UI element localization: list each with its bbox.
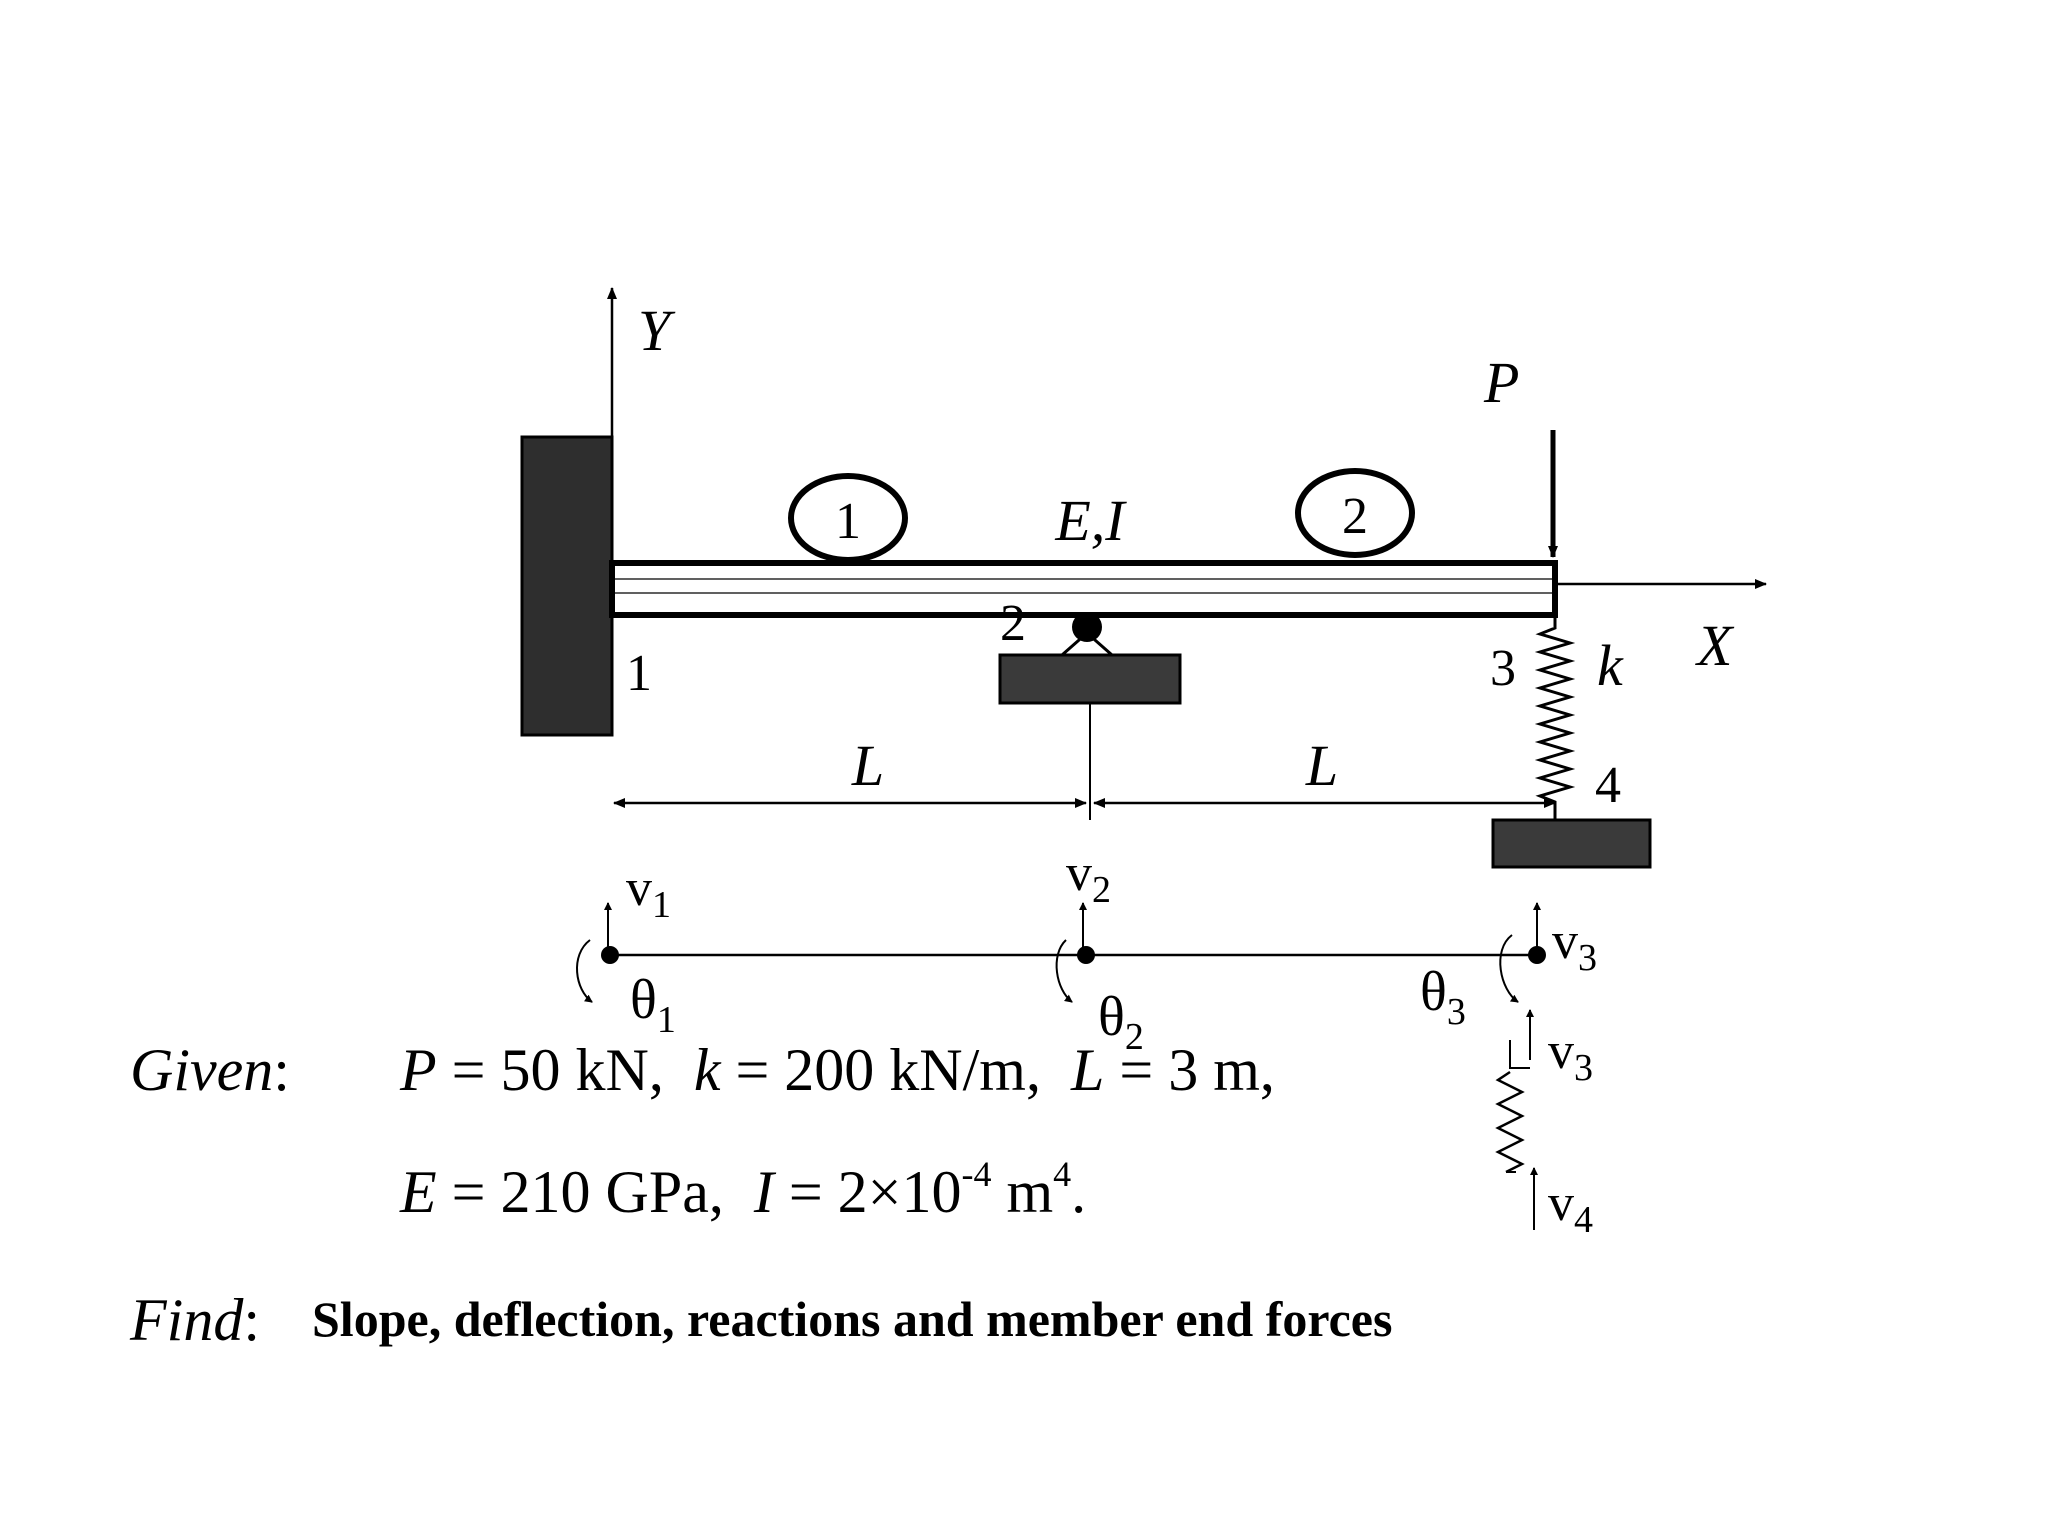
given-E-symbol: E (399, 1159, 437, 1225)
element-1-circle (788, 473, 908, 563)
dof-node-2 (1077, 946, 1095, 964)
theta2-arrow (1055, 939, 1073, 1003)
span-label-2: L (1305, 733, 1338, 798)
element-2-circle (1295, 468, 1415, 558)
spring-element-sketch (1495, 1070, 1525, 1174)
given-line-2-end: . (1071, 1159, 1086, 1225)
spring (1534, 615, 1576, 820)
find-heading: Find: (129, 1287, 260, 1353)
spring-label: k (1597, 633, 1624, 698)
theta3-arrow (1499, 934, 1519, 1003)
pin-support-ground (998, 653, 1182, 705)
beam (609, 560, 1558, 618)
given-line-2: E = 210 GPa, I = 2×10-4 m4. (399, 1154, 1086, 1225)
given-E-value: = 210 GPa, (437, 1159, 754, 1225)
load-label: P (1483, 350, 1519, 415)
spring-top-hook (1509, 1040, 1530, 1069)
given-k-symbol: k (694, 1037, 722, 1103)
given-I-unit-exponent: 4 (1053, 1154, 1071, 1194)
x-axis-label: X (1695, 613, 1735, 678)
v1-label: v1 (626, 860, 671, 926)
given-P-value: = 50 kN, (437, 1037, 694, 1103)
node-label-3: 3 (1490, 640, 1516, 697)
theta1-arrow (576, 939, 593, 1003)
dof-node-1 (601, 946, 619, 964)
node-label-2: 2 (1000, 595, 1026, 652)
given-I-exponent: -4 (962, 1154, 992, 1194)
given-P-symbol: P (399, 1037, 437, 1103)
given-I-value: = 2×10 (774, 1159, 962, 1225)
node-label-1: 1 (626, 645, 652, 702)
given-k-value: = 200 kN/m, (720, 1037, 1071, 1103)
element-1-label: 1 (835, 493, 861, 550)
given-I-symbol: I (753, 1159, 777, 1225)
v3-label: v3 (1552, 913, 1597, 979)
theta3-label: θ3 (1420, 961, 1466, 1033)
span-label-1: L (851, 733, 884, 798)
node-label-4: 4 (1595, 757, 1621, 814)
given-L-value: = 3 m, (1104, 1037, 1275, 1103)
v2-label: v2 (1066, 845, 1111, 911)
fixed-wall-support (520, 435, 614, 737)
given-L-symbol: L (1070, 1037, 1104, 1103)
theta1-label: θ1 (630, 969, 676, 1041)
given-heading: Given: (130, 1037, 290, 1103)
material-label: E,I (1054, 488, 1127, 553)
y-axis-label: Y (638, 298, 676, 363)
spring-v3-label: v3 (1548, 1023, 1593, 1089)
theta2-label: θ2 (1098, 986, 1144, 1058)
given-line-1: P = 50 kN, k = 200 kN/m, L = 3 m, (399, 1037, 1275, 1103)
find-text: Slope, deflection, reactions and member … (312, 1291, 1392, 1347)
pin-support-joint (1072, 612, 1102, 642)
element-2-label: 2 (1342, 488, 1368, 545)
spring-v4-label: v4 (1548, 1175, 1593, 1241)
spring-ground (1491, 818, 1652, 869)
given-I-unit: m (992, 1159, 1054, 1225)
